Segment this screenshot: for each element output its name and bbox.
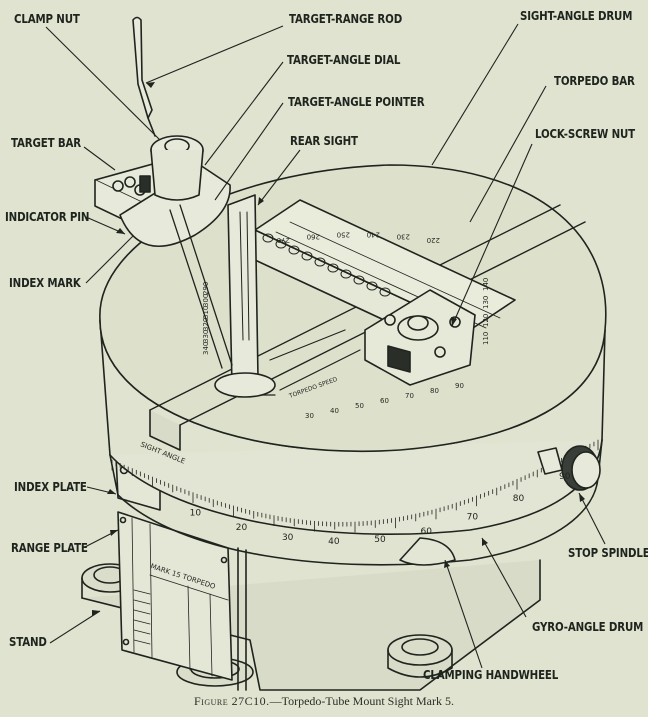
label-index-plate: INDEX PLATE	[14, 479, 87, 494]
top-scale-label: 240	[367, 230, 380, 238]
label-target-bar: TARGET BAR	[11, 135, 82, 150]
bar-hole	[340, 269, 352, 279]
top-scale-label: 260	[307, 232, 320, 240]
caption-label: Figure 27C10.	[193, 694, 270, 708]
bar-hole	[353, 275, 365, 285]
label-index-mark: INDEX MARK	[9, 275, 81, 290]
label-sight-angle-drum: SIGHT-ANGLE DRUM	[520, 8, 633, 23]
left-scale-label: 340	[202, 342, 210, 355]
gyro-scale-label: 30	[282, 533, 294, 543]
gyro-scale-label: 70	[467, 513, 479, 523]
label-range-plate: RANGE PLATE	[11, 540, 88, 555]
front-scale-label: 50	[355, 402, 364, 410]
bar-hole	[275, 239, 287, 249]
front-scale-label: 90	[455, 382, 464, 390]
bar-hole	[262, 233, 274, 243]
leader-rear-sight	[257, 149, 301, 206]
bar-hole	[366, 281, 378, 291]
front-scale-label: 70	[405, 392, 414, 400]
top-scale-label: 250	[337, 230, 350, 238]
label-gyro-angle-drum: GYRO-ANGLE DRUM	[532, 619, 644, 634]
gyro-scale-label: 90	[559, 472, 571, 482]
leader-index-mark	[85, 235, 134, 284]
gyro-angle-scale-ticks	[111, 439, 599, 533]
left-scale-label: 310	[202, 306, 210, 319]
front-scale-label: 30	[305, 412, 314, 420]
sight-angle-scale-labels: 270 260 250 240 230 220 30 40 50 60 70 80 90 110 120 13…	[202, 230, 490, 420]
label-target-range-rod: TARGET-RANGE ROD	[289, 11, 403, 26]
label-torpedo-bar: TORPEDO BAR	[554, 73, 635, 88]
label-clamp-nut: CLAMP NUT	[14, 11, 80, 26]
front-scale-label: 40	[330, 407, 339, 415]
leader-torpedo-bar	[469, 85, 547, 223]
gyro-scale-label: 10	[190, 508, 202, 518]
label-rear-sight: REAR SIGHT	[290, 133, 358, 148]
leader-arrowheads	[92, 82, 585, 616]
leader-target-bar	[83, 146, 116, 171]
bar-hole	[379, 287, 391, 297]
label-clamping-handwheel: CLAMPING HANDWHEEL	[423, 667, 559, 682]
leader-clamp-nut	[45, 26, 161, 141]
label-target-angle-dial: TARGET-ANGLE DIAL	[287, 52, 401, 67]
leader-lines	[45, 23, 606, 669]
left-scale-label: 300	[202, 294, 210, 307]
range-plate	[117, 511, 233, 681]
left-scale-label: 330	[202, 330, 210, 343]
right-scale-label: 110	[482, 332, 490, 345]
lock-screw-block	[364, 289, 476, 386]
target-range-rod-shape	[132, 16, 156, 137]
torpedo-bar-holes	[262, 233, 391, 297]
right-scale-label: 130	[482, 296, 490, 309]
bar-hole	[327, 263, 339, 273]
bar-hole	[301, 251, 313, 261]
gyro-scale-label: 40	[328, 537, 340, 547]
front-scale-label: 80	[430, 387, 439, 395]
right-scale-label: 140	[482, 278, 490, 291]
label-stand: STAND	[9, 634, 47, 649]
stop-spindle-shape	[537, 445, 601, 491]
top-scale-label: 270	[277, 236, 290, 244]
leader-target-angle-dial	[204, 61, 284, 166]
leader-sight-angle-drum	[431, 23, 519, 166]
figure-caption: Figure 27C10.—Torpedo-Tube Mount Sight M…	[0, 694, 648, 709]
gyro-scale-label: 80	[513, 494, 525, 504]
gyro-scale-label: 60	[420, 527, 432, 537]
rear-sight-shape	[214, 194, 276, 398]
front-scale-label: 60	[380, 397, 389, 405]
leader-gyro-angle-drum	[481, 537, 527, 618]
left-scale-label: 290	[202, 282, 210, 295]
top-scale-label: 220	[427, 236, 440, 244]
right-scale-label: 120	[482, 314, 490, 327]
caption-text: —Torpedo-Tube Mount Sight Mark 5.	[269, 694, 454, 708]
leader-stand	[49, 610, 101, 644]
bar-hole	[288, 245, 300, 255]
label-target-angle-pointer: TARGET-ANGLE POINTER	[288, 94, 425, 109]
leader-clamping-handwheel	[444, 559, 483, 669]
label-indicator-pin: INDICATOR PIN	[5, 209, 90, 224]
bar-hole	[314, 257, 326, 267]
label-stop-spindle: STOP SPINDLE	[568, 545, 648, 560]
leader-stop-spindle	[578, 492, 606, 545]
leader-lock-screw-nut	[451, 143, 533, 327]
gyro-scale-label: 50	[374, 535, 386, 545]
leader-target-angle-pointer	[214, 102, 284, 201]
target-angle-dial-shape	[119, 135, 231, 248]
gyro-angle-scale-labels: 10 20 30 40 50 60 70 80 90	[190, 472, 571, 547]
left-scale-label: 320	[202, 318, 210, 331]
label-lock-screw-nut: LOCK-SCREW NUT	[535, 126, 635, 141]
gyro-scale-label: 20	[236, 523, 248, 533]
leader-target-range-rod	[145, 25, 284, 84]
top-scale-label: 230	[397, 232, 410, 240]
